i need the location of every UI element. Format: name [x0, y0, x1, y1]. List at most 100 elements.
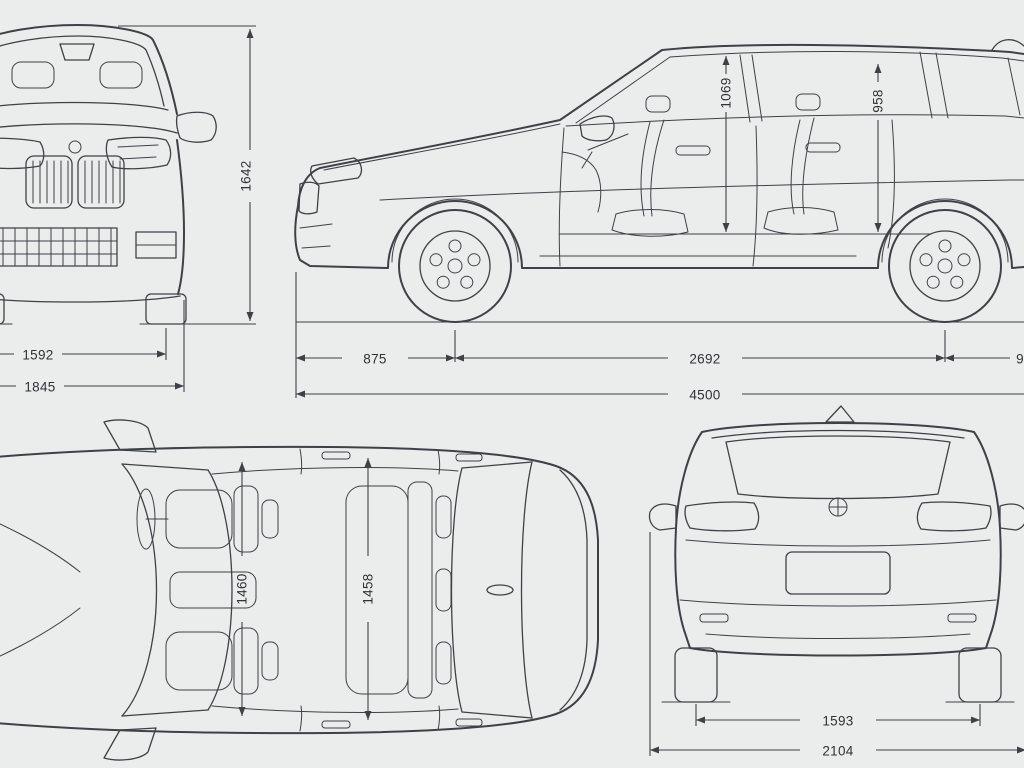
top-a-pillars — [121, 463, 209, 717]
kidney-grille-left — [25, 155, 73, 209]
dim-label-overall-length: 4500 — [689, 388, 720, 403]
rear-tire — [888, 209, 1002, 323]
side-antenna-fin — [991, 39, 1024, 51]
side-extension-lines — [295, 272, 946, 398]
rear-headrest — [435, 641, 452, 685]
rear-door-mirror-left — [648, 503, 677, 531]
rear-spoke-hole — [926, 275, 940, 289]
rear-dimensions: 1593 2104 — [649, 532, 1024, 759]
rear-reflector-right — [947, 613, 977, 623]
side-shoulder-line — [379, 179, 1024, 201]
taillight-right — [916, 501, 992, 532]
top-view — [0, 419, 599, 761]
license-plate-recess — [785, 551, 891, 595]
rear-rim — [909, 230, 981, 302]
front-seat-back-bottom — [233, 627, 259, 695]
top-windshield-cowl-arc — [121, 463, 158, 717]
bmw-roundel-front-icon — [68, 140, 82, 154]
top-door-mirror-upper — [103, 419, 157, 453]
side-door-handle-rear — [805, 142, 841, 153]
top-dimensions: 1460 1458 — [235, 458, 376, 720]
dim-label-overall-height: 1642 — [239, 160, 254, 191]
front-tire-left — [0, 293, 5, 325]
rear-door-mirror-right — [999, 503, 1024, 531]
bmw-roundel-rear-cross — [828, 497, 848, 517]
top-roof-front-arc — [207, 469, 233, 711]
front-seat-headrest-bottom — [261, 641, 279, 681]
rear-bench-cushion — [345, 485, 409, 695]
dim-label-front-headroom: 1069 — [719, 77, 734, 108]
rear-headrest — [435, 568, 452, 612]
front-door-mirror-right — [175, 111, 217, 143]
dim-label-width-incl-mirrors: 2104 — [822, 744, 853, 759]
dim-label-front-overhang: 875 — [363, 352, 386, 367]
dim-label-rear-track: 1593 — [822, 714, 853, 729]
rear-extension-lines — [649, 532, 981, 756]
front-spoke-hole — [429, 253, 443, 267]
side-body-outline — [294, 200, 1024, 269]
top-door-handle — [455, 718, 483, 727]
dim-label-track-width: 1592 — [22, 348, 53, 363]
rear-antenna-fin — [825, 405, 855, 423]
side-d-pillar — [1007, 57, 1021, 116]
rear-tire-right — [958, 647, 1002, 703]
rear-diffuser-line — [705, 633, 971, 639]
front-spoke-hole — [448, 239, 462, 253]
steering-wheel-side — [581, 133, 629, 169]
front-roof-and-pillars — [0, 24, 178, 115]
side-upper-outline — [297, 43, 1024, 207]
rear-hub — [937, 258, 953, 274]
rear-bumper-top-line — [679, 599, 997, 607]
side-bumper-lines — [299, 223, 333, 249]
front-spoke-hole — [467, 253, 481, 267]
side-door-handle-front — [675, 145, 711, 156]
dim-label-rear-interior-width: 1458 — [361, 573, 376, 604]
front-bumper-bottom — [0, 295, 181, 303]
dim-label-rear-headroom: 958 — [871, 89, 886, 112]
front-spoke-hole — [460, 275, 474, 289]
rear-seat-back — [790, 117, 815, 215]
dim-label-front-interior-width: 1460 — [235, 573, 250, 604]
rear-headrest — [435, 495, 452, 539]
top-door-handle — [321, 720, 351, 729]
top-body-outline — [0, 445, 599, 735]
side-headlight — [310, 157, 363, 185]
side-roof-inner — [669, 50, 1024, 62]
front-hub — [447, 258, 463, 274]
side-kidney-grille — [298, 181, 320, 215]
side-a-pillar-inner — [575, 56, 671, 124]
rear-spoke-hole — [957, 253, 971, 267]
top-tailgate-glass-arc — [520, 461, 533, 719]
front-seat-back-top — [233, 485, 259, 553]
dim-label-wheelbase: 2692 — [689, 352, 720, 367]
front-headrest-right — [99, 61, 143, 89]
side-front-wheel — [398, 209, 512, 323]
front-headrest-left — [11, 61, 55, 89]
top-interior — [136, 481, 452, 699]
center-console — [169, 571, 257, 609]
top-rear-bumper-inner — [559, 469, 588, 711]
front-hood-line — [0, 123, 178, 134]
side-c-pillar — [919, 51, 949, 119]
side-view — [294, 39, 1024, 323]
top-hood-creases — [0, 523, 81, 657]
side-dimensions: 1069 958 875 2692 9 4500 — [295, 56, 1024, 403]
front-seat-back — [640, 119, 665, 217]
front-lower-intake — [0, 227, 118, 267]
front-lower-intake-grid-vertical — [2, 227, 112, 267]
front-spoke-hole — [436, 275, 450, 289]
dashboard — [561, 151, 602, 213]
dim-label-rear-overhang-partial: 9 — [1016, 352, 1024, 367]
side-door-mirror — [579, 115, 615, 142]
rear-seat-headrest — [795, 93, 821, 111]
front-extension-lines — [118, 25, 256, 392]
dim-label-overall-width: 1845 — [24, 380, 55, 395]
top-door-mirror-lower — [103, 727, 157, 761]
front-seat-headrest-top — [261, 499, 279, 539]
side-hood-cut-line — [323, 123, 561, 171]
rear-tire-left — [674, 647, 718, 703]
front-cowl-line — [0, 101, 169, 111]
top-roof-rear-arc — [450, 467, 463, 713]
kidney-grille-slats-right — [84, 160, 121, 204]
